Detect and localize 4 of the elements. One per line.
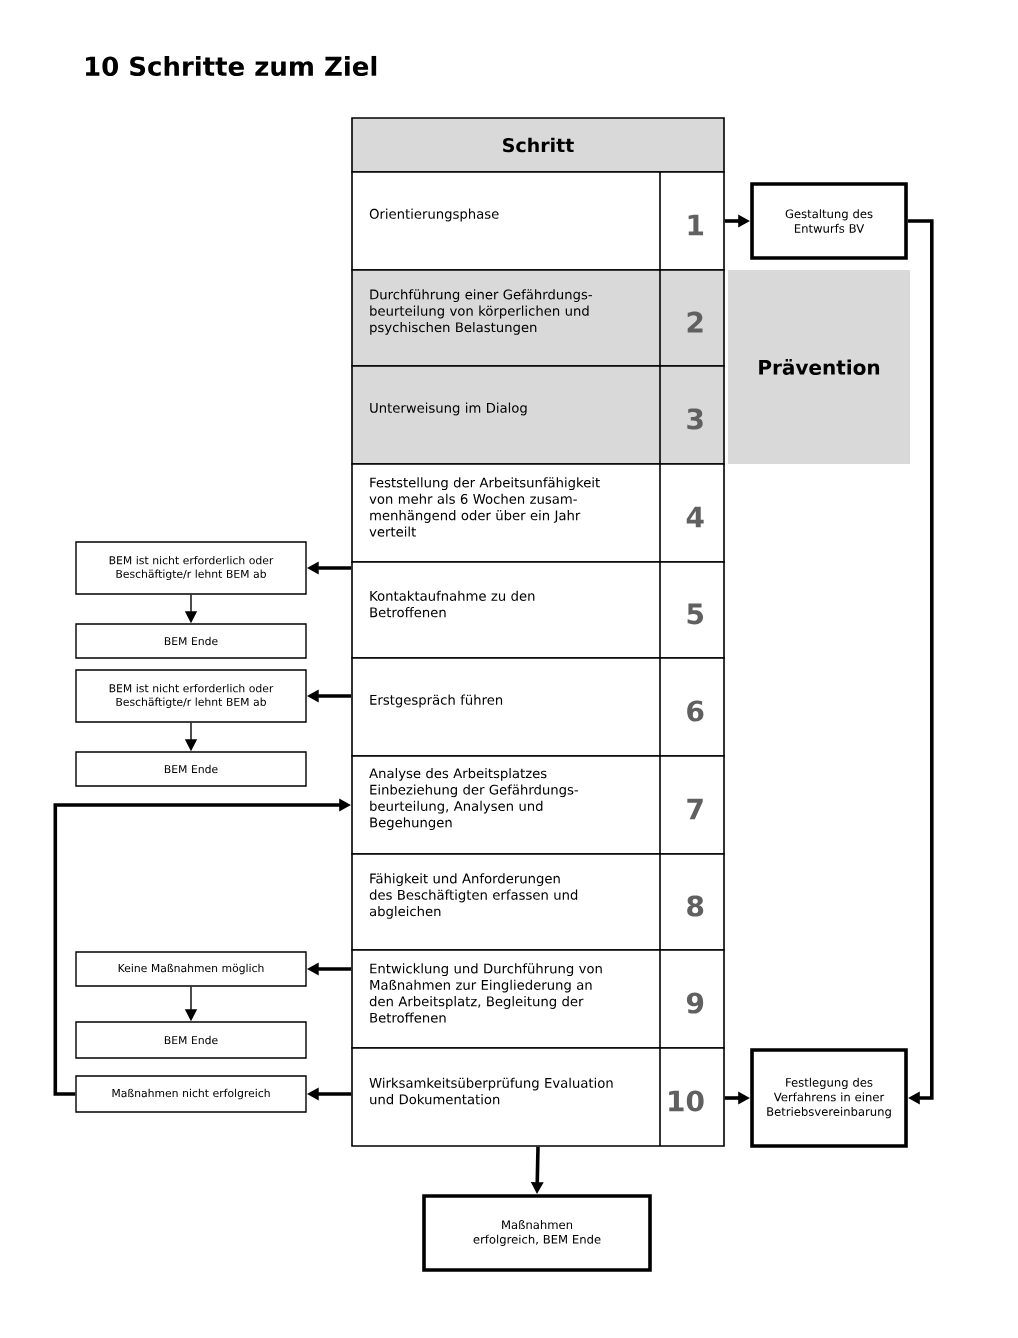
prevention-band: Prävention: [728, 270, 910, 464]
arrow: [907, 219, 934, 1105]
title: 10 Schritte zum Ziel: [86, 55, 377, 77]
table-header: Schritt: [351, 117, 725, 173]
